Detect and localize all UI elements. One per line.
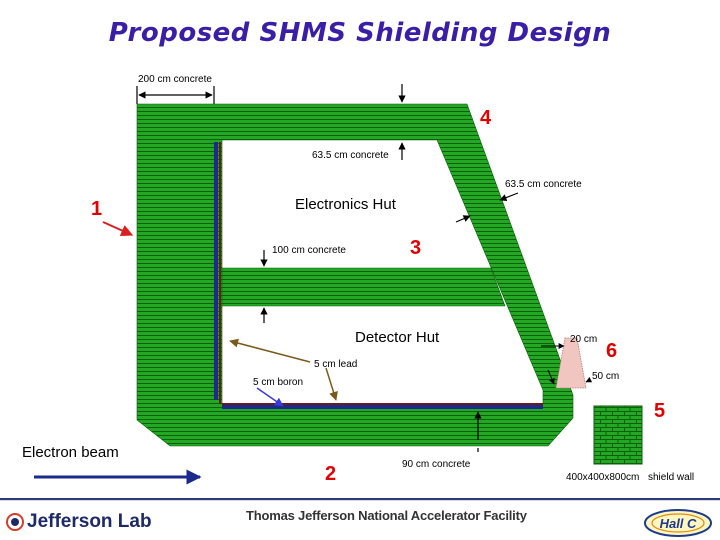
label-20cm: 20 cm	[570, 334, 597, 345]
label-200cm-concrete: 200 cm concrete	[138, 74, 212, 85]
arrow-lead	[229, 338, 311, 363]
label-shield-wall: shield wall	[648, 472, 694, 483]
label-electronics-hut: Electronics Hut	[295, 196, 397, 213]
slide-title: Proposed SHMS Shielding Design	[108, 18, 612, 48]
callout-5: 5	[654, 400, 665, 422]
label-90cm-concrete: 90 cm concrete	[402, 459, 471, 470]
boron-lining-bottom	[222, 403, 543, 405]
shield-wall-block	[593, 405, 643, 465]
callout-4: 4	[480, 107, 492, 129]
callout-1: 1	[91, 198, 102, 220]
label-detector-hut: Detector Hut	[355, 329, 440, 346]
separator-slab	[221, 267, 506, 307]
callout-6: 6	[606, 340, 617, 362]
footer	[0, 500, 720, 540]
arrow-50cm	[585, 376, 593, 383]
label-5cm-lead: 5 cm lead	[314, 359, 357, 370]
label-50cm: 50 cm	[592, 371, 619, 382]
jefferson-lab-logo: Jefferson Lab	[6, 511, 152, 533]
lead-lining-bottom	[222, 405, 543, 409]
arrow-side-wall-in	[499, 192, 519, 202]
label-100cm-concrete: 100 cm concrete	[272, 245, 346, 256]
hall-c-logo-text: Hall C	[660, 516, 697, 531]
footer-stripe	[0, 498, 720, 501]
arrow-side-wall-out	[455, 215, 471, 223]
label-electron-beam: Electron beam	[22, 444, 119, 461]
jlab-mark-icon	[6, 513, 24, 531]
facility-name: Thomas Jefferson National Accelerator Fa…	[246, 508, 527, 523]
callout-3: 3	[410, 237, 421, 259]
jefferson-lab-wordmark: Jefferson Lab	[27, 511, 152, 532]
label-63cm-top: 63.5 cm concrete	[312, 150, 389, 161]
arrow-boron	[256, 387, 284, 407]
boron-lining-left	[219, 142, 221, 404]
label-block-size: 400x400x800cm	[566, 472, 639, 483]
concrete-shielding	[136, 103, 574, 447]
label-5cm-boron: 5 cm boron	[253, 377, 303, 388]
hall-c-logo: Hall C	[644, 509, 712, 537]
lead-lining-left	[214, 142, 218, 400]
label-63cm-side: 63.5 cm concrete	[505, 179, 582, 190]
concrete-wedge	[555, 337, 587, 389]
callout-arrow-1	[102, 221, 134, 237]
callout-2: 2	[325, 463, 336, 485]
arrow-lead-bottom	[325, 367, 338, 401]
arrow-50cm-low	[547, 369, 555, 385]
